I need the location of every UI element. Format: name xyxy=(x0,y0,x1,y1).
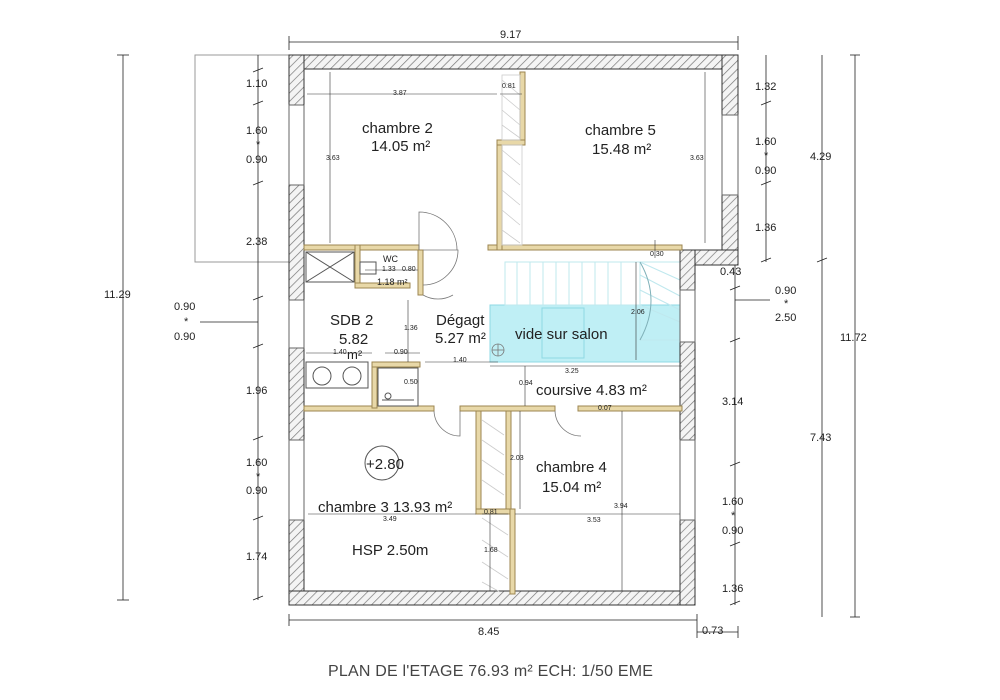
dim-right-window-s: * xyxy=(784,298,789,310)
dim-right-4: 0.43 xyxy=(720,266,742,278)
room-sdb2-area: 5.82 xyxy=(339,331,369,348)
dim-left-1: 1.10 xyxy=(246,78,268,90)
room-vide-name: vide sur salon xyxy=(515,326,608,343)
dim-right-7: 1.36 xyxy=(722,583,744,595)
room-coursive-name: coursive 4.83 m² xyxy=(536,382,647,399)
room-chambre4-area: 15.04 m² xyxy=(542,479,602,496)
dim-inner-closet-top: 0.81 xyxy=(502,83,516,90)
dim-right-2a: 1.60 xyxy=(755,136,777,148)
dim-right-3: 1.36 xyxy=(755,222,777,234)
dim-inner-closet-bot: 0.81 xyxy=(484,509,498,516)
dim-right-upper: 4.29 xyxy=(810,151,832,163)
dim-right-window-b: 2.50 xyxy=(775,312,797,324)
dim-left-5s: * xyxy=(256,471,261,483)
dim-left-overall: 11.29 xyxy=(104,289,131,301)
room-wc-name: WC xyxy=(383,254,398,264)
room-chambre4-name: chambre 4 xyxy=(536,459,607,476)
dim-inner-stair-h: 2.06 xyxy=(631,309,645,316)
dim-left-window-s: * xyxy=(184,316,189,328)
dim-inner-shower: 0.50 xyxy=(404,379,418,386)
dim-inner-c2-width: 3.87 xyxy=(393,90,407,97)
dim-left-5a: 1.60 xyxy=(246,457,268,469)
dim-left-2b: 0.90 xyxy=(246,154,268,166)
plan-title: PLAN DE l'ETAGE 76.93 m² ECH: 1/50 EME xyxy=(328,663,654,680)
inner-dimension-lines xyxy=(306,72,706,591)
dim-bottom-right: 0.73 xyxy=(702,625,724,637)
room-degagt-area: 5.27 m² xyxy=(435,330,486,347)
dim-inner-c2-height: 3.63 xyxy=(326,155,340,162)
dim-inner-wc-w2: 0.80 xyxy=(402,266,416,273)
dim-inner-c5-height: 3.63 xyxy=(690,155,704,162)
dim-inner-closet-h: 2.03 xyxy=(510,455,524,462)
dim-inner-c4-w: 3.53 xyxy=(587,517,601,524)
dim-inner-c4-h: 3.94 xyxy=(614,503,628,510)
dim-left-3: 2.38 xyxy=(246,236,268,248)
interior-walls xyxy=(303,71,683,595)
dim-right-2s: * xyxy=(764,150,769,162)
dim-left-window-b: 0.90 xyxy=(174,331,196,343)
room-chambre5-area: 15.48 m² xyxy=(592,141,652,158)
dim-inner-void-w: 3.25 xyxy=(565,368,579,375)
room-wc-area: 1.18 m² xyxy=(377,277,408,287)
dim-inner-stair-top: 0.30 xyxy=(650,251,664,258)
dim-inner-c4-top: 0.07 xyxy=(598,405,612,412)
outline-left xyxy=(194,54,289,263)
dim-inner-sdb-w: 1.40 xyxy=(333,349,347,356)
dim-right-overall: 11.72 xyxy=(840,332,867,344)
dim-left-window-a: 0.90 xyxy=(174,301,196,313)
dim-right-6s: * xyxy=(731,510,736,522)
room-chambre2-area: 14.05 m² xyxy=(371,138,431,155)
doors xyxy=(418,211,582,437)
dim-right-6b: 0.90 xyxy=(722,525,744,537)
dim-right-lower: 7.43 xyxy=(810,432,832,444)
room-sdb2-name: SDB 2 xyxy=(330,312,374,329)
room-chambre2-name: chambre 2 xyxy=(362,120,433,137)
level-marker xyxy=(364,445,400,481)
dim-bottom-total: 8.45 xyxy=(478,626,500,638)
level-marker-label: +2.80 xyxy=(366,456,404,473)
room-sdb2-unit: m² xyxy=(347,347,363,362)
room-chambre3-name: chambre 3 13.93 m² xyxy=(318,499,453,516)
dim-top-total: 9.17 xyxy=(500,29,522,41)
dim-right-2b: 0.90 xyxy=(755,165,777,177)
dim-left-2s: * xyxy=(256,139,261,151)
dim-right-6a: 1.60 xyxy=(722,496,744,508)
room-degagt-name: Dégagt xyxy=(436,312,485,329)
dim-inner-sdb-h: 1.36 xyxy=(404,325,418,332)
dim-inner-deg-w: 1.40 xyxy=(453,357,467,364)
dim-left-2a: 1.60 xyxy=(246,125,268,137)
dim-right-5: 3.14 xyxy=(722,396,744,408)
dim-right-1: 1.32 xyxy=(755,81,777,93)
dim-right-window-a: 0.90 xyxy=(775,285,797,297)
dim-inner-wc-w1: 1.33 xyxy=(382,266,396,273)
dim-left-6: 1.74 xyxy=(246,551,268,563)
dim-inner-c3-h: 1.68 xyxy=(484,547,498,554)
dim-left-5b: 0.90 xyxy=(246,485,268,497)
dimension-lines xyxy=(117,36,860,638)
windows xyxy=(288,104,739,521)
room-hsp-name: HSP 2.50m xyxy=(352,542,429,559)
room-chambre5-name: chambre 5 xyxy=(585,122,656,139)
closets xyxy=(481,74,523,593)
dim-inner-c3-w: 3.49 xyxy=(383,516,397,523)
dim-left-4: 1.96 xyxy=(246,385,268,397)
dim-inner-cours-h: 0.94 xyxy=(519,380,533,387)
fixtures xyxy=(305,251,419,407)
dim-inner-sdb-d: 0.90 xyxy=(394,349,408,356)
